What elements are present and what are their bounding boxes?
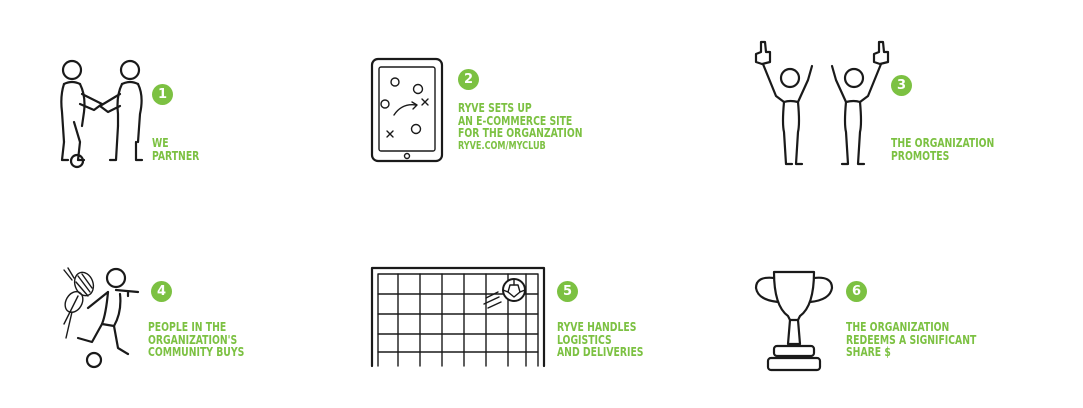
caption-line: WE bbox=[152, 136, 169, 150]
caption-line: REDEEMS A SIGNIFICANT bbox=[846, 332, 977, 347]
step-caption: THE ORGANIZATION PROMOTES bbox=[891, 137, 994, 162]
caption-line: ORGANIZATION'S bbox=[148, 332, 238, 347]
caption-line: THE ORGANIZATION bbox=[891, 136, 995, 150]
step-number-badge: 5 bbox=[557, 281, 578, 302]
caption-line: PROMOTES bbox=[891, 148, 950, 163]
caption-line: AN E-COMMERCE SITE bbox=[458, 113, 573, 128]
step-number-badge: 4 bbox=[151, 281, 172, 302]
caption-line: THE ORGANIZATION bbox=[846, 320, 950, 334]
step-number-badge: 3 bbox=[891, 75, 912, 96]
caption-url: RYVE.COM/MYCLUB bbox=[458, 139, 546, 152]
step-number-badge: 1 bbox=[152, 84, 173, 105]
caption-line: AND DELIVERIES bbox=[557, 345, 644, 359]
step-caption: WE PARTNER bbox=[152, 137, 199, 162]
step-number-badge: 2 bbox=[458, 69, 479, 90]
caption-line: RYVE SETS UP bbox=[458, 101, 532, 115]
caption-line: PARTNER bbox=[152, 148, 200, 163]
caption-line: FOR THE ORGANZATION bbox=[458, 126, 583, 140]
caption-line: PEOPLE IN THE bbox=[148, 320, 227, 334]
handshake-icon bbox=[50, 56, 150, 174]
soccer-goal-icon bbox=[368, 262, 548, 370]
caption-line: LOGISTICS bbox=[557, 332, 612, 347]
athlete-equipment-icon bbox=[58, 264, 148, 376]
trophy-icon bbox=[752, 266, 836, 374]
step-number-badge: 6 bbox=[846, 281, 867, 302]
cheering-fans-icon bbox=[748, 40, 898, 168]
caption-line: COMMUNITY BUYS bbox=[148, 345, 245, 359]
step-caption: RYVE HANDLES LOGISTICS AND DELIVERIES bbox=[557, 321, 643, 359]
caption-line: RYVE HANDLES bbox=[557, 320, 637, 334]
caption-line: SHARE $ bbox=[846, 345, 891, 359]
step-caption: RYVE SETS UP AN E-COMMERCE SITE FOR THE … bbox=[458, 102, 582, 152]
step-caption: THE ORGANIZATION REDEEMS A SIGNIFICANT S… bbox=[846, 321, 976, 359]
step-caption: PEOPLE IN THE ORGANIZATION'S COMMUNITY B… bbox=[148, 321, 244, 359]
tablet-playbook-icon bbox=[370, 57, 446, 165]
